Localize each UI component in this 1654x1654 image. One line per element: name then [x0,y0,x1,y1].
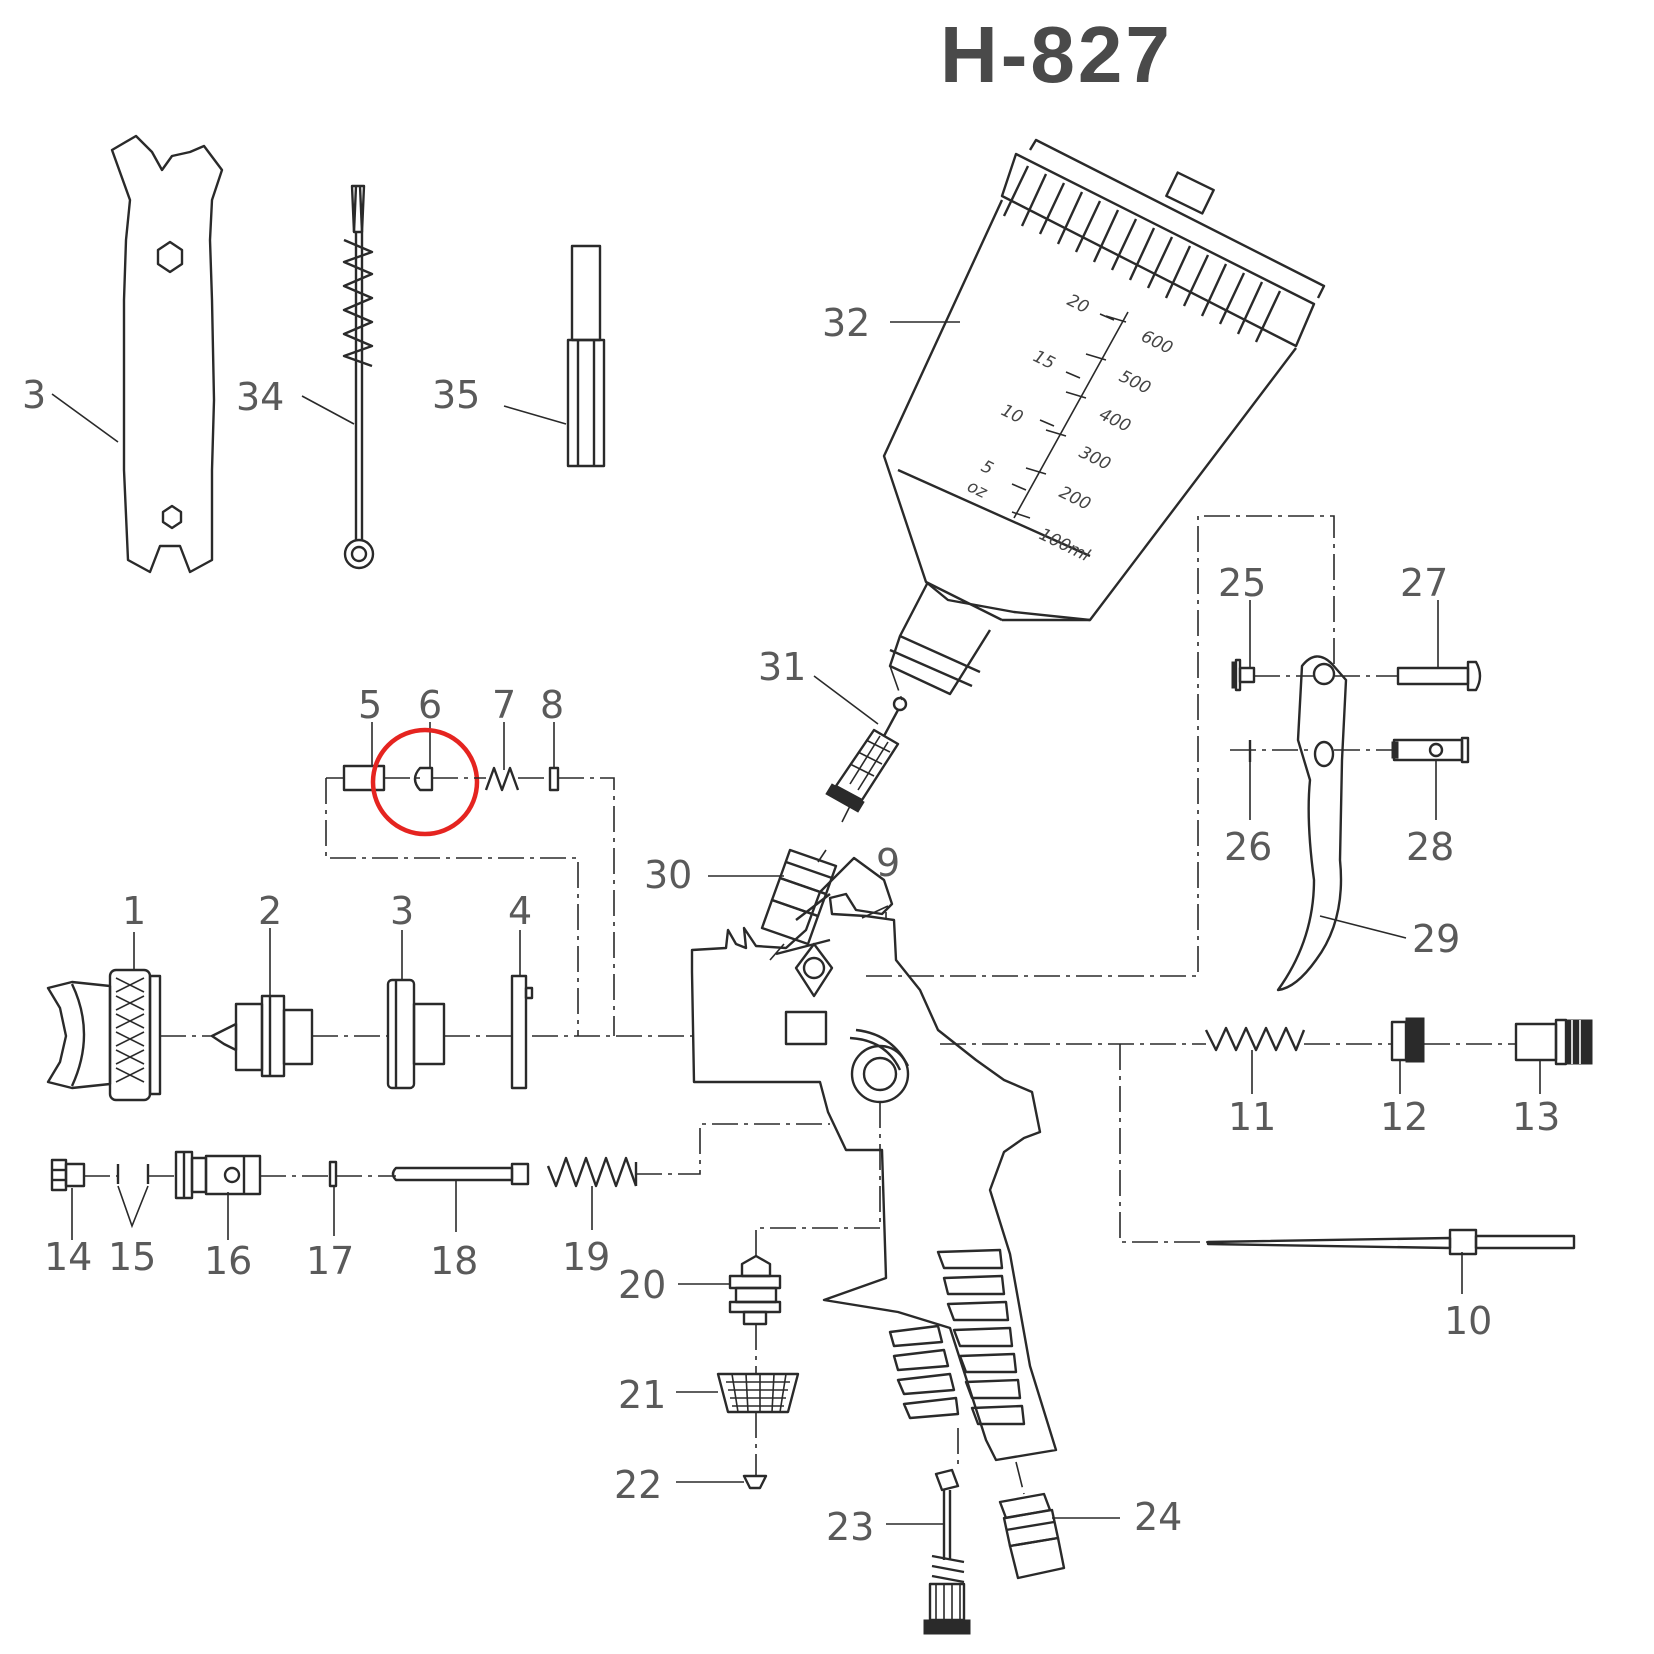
pattern-valve-housing [174,1150,262,1200]
part-number-14: 14 [44,1235,92,1279]
part-number-5: 5 [358,683,382,727]
cup-filter [825,696,908,813]
valve-plug [413,766,434,792]
valve-o-ring [548,766,560,792]
part-number-27: 27 [1400,561,1448,605]
needle-bushing [1390,1017,1425,1063]
part-number-8: 8 [540,683,564,727]
cup-scale-ml-600: 600 [1138,327,1176,359]
part-number-25: 25 [1218,561,1266,605]
o-rings [116,1164,150,1184]
valve-spring [484,766,520,792]
part-number-31: 31 [758,645,806,689]
part-number-21: 21 [618,1373,666,1417]
air-cap [46,968,162,1102]
pattern-needle [391,1162,530,1186]
cup-scale-ml-200: 200 [1056,483,1094,515]
paint-cup [882,138,1326,696]
valve-seat [342,764,386,792]
cup-scale-ml-500: 500 [1116,367,1154,399]
part-number-34: 34 [236,375,284,419]
part-number-18: 18 [430,1239,478,1283]
air-filter-cap [716,1372,800,1414]
part-number-17: 17 [306,1239,354,1283]
fluid-needle [1206,1228,1576,1256]
fluid-nozzle [210,994,314,1078]
trigger-screw [1231,658,1256,692]
cleaning-brush [342,184,375,570]
cup-scale-ml-100: 100ml [1036,525,1093,567]
needle-spring [1204,1026,1306,1052]
needle-tool [566,244,606,468]
assembly-lines [84,515,1516,1495]
part-number-26: 26 [1224,825,1272,869]
part-number-6: 6 [418,683,442,727]
part-number-30: 30 [644,853,692,897]
air-valve-stem [728,1254,782,1326]
part-number-24: 24 [1134,1495,1182,1539]
trigger-pin [1396,660,1482,692]
part-number-13: 13 [1512,1095,1560,1139]
part-number-12: 12 [1380,1095,1428,1139]
highlight-circle [370,727,480,837]
part-number-7: 7 [492,683,516,727]
part-number-19: 19 [562,1235,610,1279]
part-number-4: 4 [508,889,532,933]
air-regulator [923,1468,971,1635]
model-title: H-827 [940,10,1173,99]
part-number-28: 28 [1406,825,1454,869]
part-number-29: 29 [1412,917,1460,961]
fluid-adjust-knob [1514,1018,1593,1066]
part-number-32: 32 [822,301,870,345]
part-number-11: 11 [1228,1095,1276,1139]
part-number-22: 22 [614,1463,662,1507]
cup-scale-oz-20: 20 [1064,291,1092,318]
cup-scale-oz-10: 10 [998,401,1026,428]
cup-scale-ml-300: 300 [1076,443,1114,475]
gasket-plate [510,974,534,1090]
cup-scale-ml-400: 400 [1096,405,1134,437]
part-number-35: 35 [432,373,480,417]
pattern-spring [546,1156,638,1188]
cup-scale-oz-5: 5 [978,457,996,480]
cup-scale-oz-15: 15 [1030,347,1058,374]
part-number-20: 20 [618,1263,666,1307]
filter-screw [742,1474,768,1490]
part-number-15: 15 [108,1235,156,1279]
cup-scale-oz-unit: oz [964,477,991,504]
part-number-23: 23 [826,1505,874,1549]
spanner-wrench [110,134,224,574]
adjust-knob-small [50,1158,86,1192]
part-number-2: 2 [258,889,282,933]
baffle-ring [386,978,446,1090]
air-inlet-fitting [998,1492,1066,1580]
part-number-9: 9 [876,841,900,885]
part-number-10: 10 [1444,1299,1492,1343]
pattern-o-ring [328,1160,338,1188]
cup-adapter [760,848,838,946]
part-number-3-wrench: 3 [22,373,46,417]
trigger [1276,655,1348,992]
spray-gun-body [690,856,1058,1462]
part-number-1: 1 [122,889,146,933]
part-number-16: 16 [204,1239,252,1283]
part-number-3: 3 [390,889,414,933]
trigger-stud [1391,736,1470,764]
